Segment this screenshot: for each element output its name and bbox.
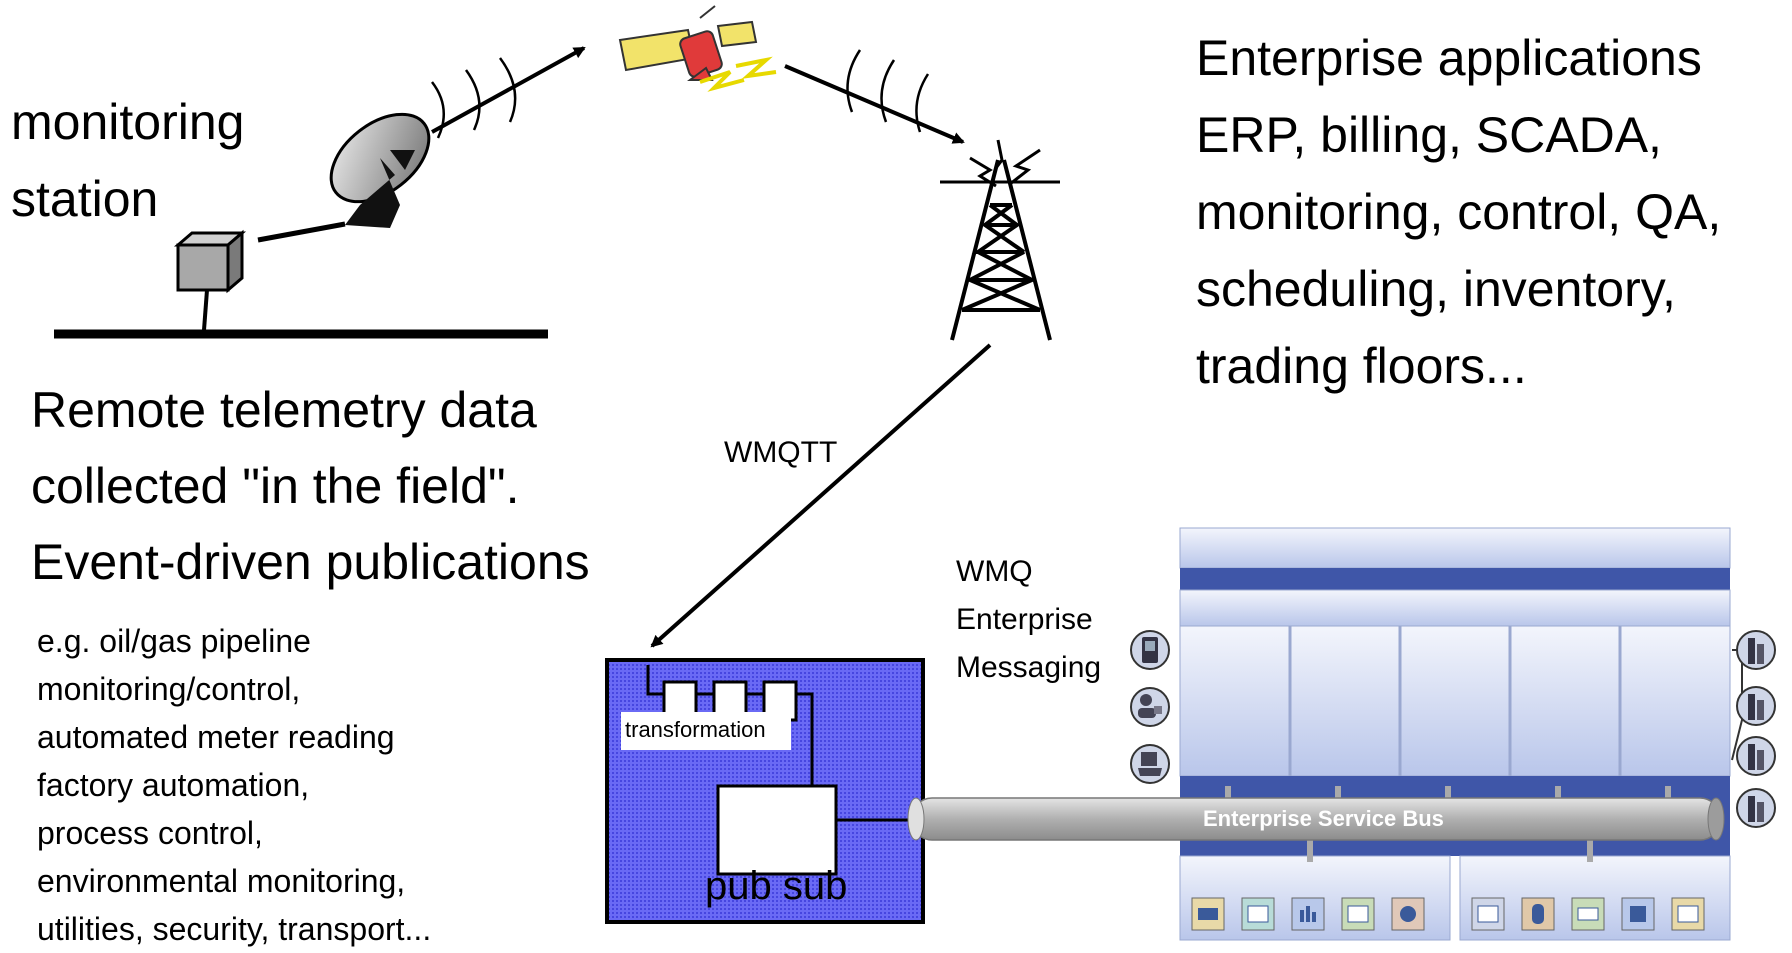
chart-icon	[1291, 897, 1325, 931]
user-workstation-icon	[1130, 687, 1170, 727]
wmqtt-arrow	[650, 343, 992, 648]
workflow-icon	[1191, 897, 1225, 931]
server-icon	[1621, 897, 1655, 931]
building-icons	[1731, 630, 1776, 828]
example-line: process control,	[37, 815, 263, 851]
wmq-line: Messaging	[956, 651, 1102, 684]
uplink-arrow	[431, 46, 586, 134]
monitoring-station-line: monitoring	[11, 94, 245, 150]
database-icon	[1521, 897, 1555, 931]
laptop-icon	[1130, 744, 1170, 784]
building-icon	[1736, 736, 1776, 776]
esb-architecture	[1179, 527, 1731, 941]
example-line: environmental monitoring,	[37, 863, 406, 899]
esb-bus-pipe	[907, 797, 1725, 841]
downlink-waves	[846, 49, 930, 133]
example-line: utilities, security, transport...	[37, 911, 432, 947]
radio-tower-icon	[940, 139, 1060, 341]
transformation-label: transformation	[623, 717, 768, 743]
wmq-line: Enterprise	[956, 603, 1093, 636]
example-line: factory automation,	[37, 767, 310, 803]
pubsub-label: pub sub	[705, 864, 848, 908]
table-icon	[1341, 897, 1375, 931]
esb-label: Enterprise Service Bus	[1203, 806, 1444, 831]
sensor-box-icon	[173, 221, 346, 331]
uplink-waves	[431, 57, 517, 139]
wmq-line: WMQ	[956, 555, 1033, 588]
telemetry-line: collected "in the field".	[31, 458, 520, 514]
enterprise-apps-description: Enterprise applications ERP, billing, SC…	[1196, 20, 1721, 405]
telemetry-line: Event-driven publications	[31, 534, 590, 590]
example-line: e.g. oil/gas pipeline	[37, 623, 311, 659]
mail-icon	[1571, 897, 1605, 931]
service-cubes	[1191, 897, 1705, 931]
pie-icon	[1391, 897, 1425, 931]
monitoring-station-label: monitoring station	[11, 84, 244, 238]
example-line: automated meter reading	[37, 719, 395, 755]
building-icon	[1736, 630, 1776, 670]
building-icon	[1736, 686, 1776, 726]
telemetry-description: Remote telemetry data collected "in the …	[31, 372, 590, 600]
satellite-icon	[618, 5, 777, 92]
spreadsheet-icon	[1471, 897, 1505, 931]
examples-list: e.g. oil/gas pipeline monitoring/control…	[37, 617, 431, 953]
enterprise-apps-line: ERP, billing, SCADA,	[1196, 107, 1662, 163]
downlink-arrow	[784, 64, 965, 144]
enterprise-apps-line: trading floors...	[1196, 338, 1527, 394]
enterprise-apps-line: Enterprise applications	[1196, 30, 1702, 86]
pda-icon	[1130, 630, 1170, 670]
report-icon	[1671, 897, 1705, 931]
building-icon	[1736, 788, 1776, 828]
example-line: monitoring/control,	[37, 671, 301, 707]
monitoring-station-line: station	[11, 171, 159, 227]
document-icon	[1241, 897, 1275, 931]
telemetry-line: Remote telemetry data	[31, 382, 537, 438]
wmq-label: WMQ Enterprise Messaging	[956, 548, 1101, 692]
enterprise-apps-line: monitoring, control, QA,	[1196, 184, 1722, 240]
enterprise-apps-line: scheduling, inventory,	[1196, 261, 1676, 317]
antenna-dish-icon	[329, 112, 431, 228]
wmqtt-label: WMQTT	[724, 436, 838, 469]
pubsub-engine	[716, 784, 838, 876]
